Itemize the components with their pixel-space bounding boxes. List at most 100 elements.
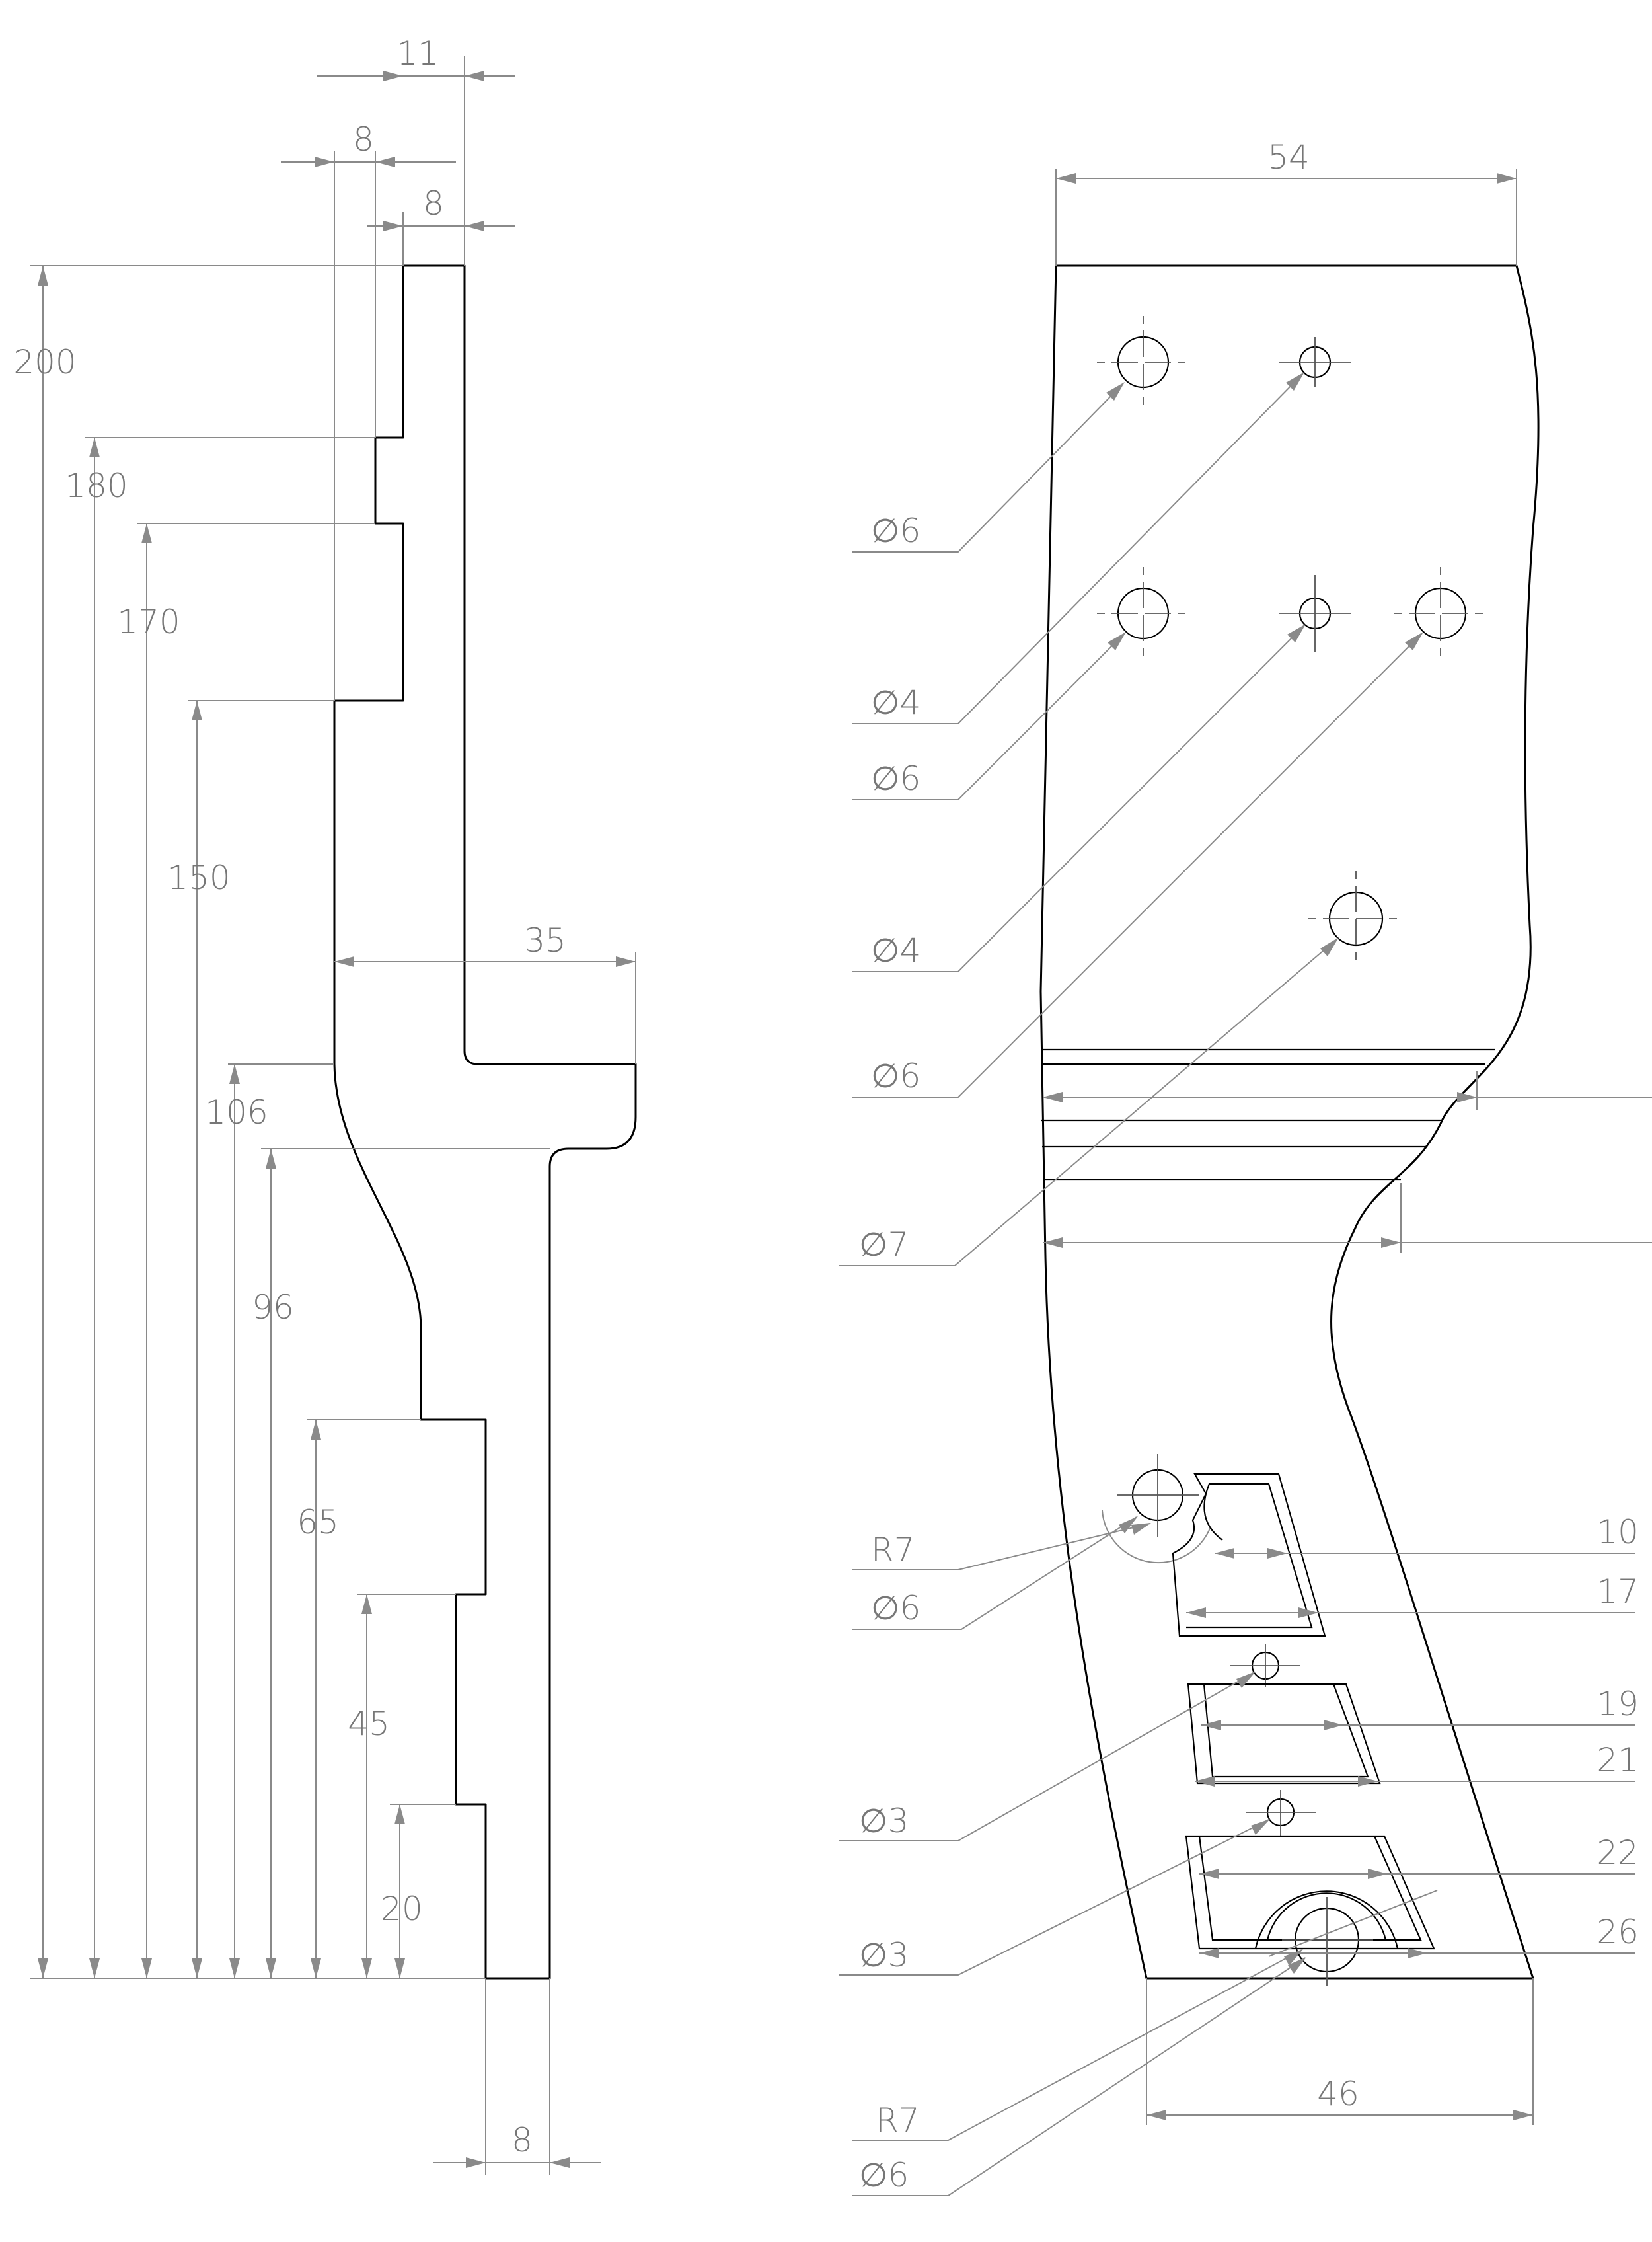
dim-106-label: 106	[205, 1093, 268, 1132]
arrow	[1513, 2110, 1533, 2120]
arrow	[383, 221, 403, 231]
arrow	[1215, 1548, 1234, 1559]
callout-dia3-b: ∅3	[859, 1936, 909, 1974]
arrow	[1056, 173, 1076, 184]
leader-dia6-3	[852, 633, 1423, 1098]
arrow	[1368, 1869, 1388, 1879]
arrow	[192, 701, 202, 720]
arrow	[1457, 1092, 1477, 1102]
callout-dia6-lower: ∅6	[871, 1589, 920, 1627]
leader-dia6-1	[852, 383, 1124, 553]
dim-200-label: 200	[13, 343, 76, 381]
arrow	[141, 523, 152, 543]
leader-dia6-lower	[852, 1516, 1137, 1630]
callout-dia3-a: ∅3	[859, 1802, 909, 1840]
callout-r7-top: R7	[871, 1531, 915, 1569]
dim-8-mid-label: 8	[423, 184, 444, 223]
callout-dia7: ∅7	[859, 1225, 909, 1264]
dim-8-bottom-label: 8	[511, 2121, 533, 2159]
leader-dia4-1	[852, 373, 1304, 724]
arrow	[1119, 1516, 1138, 1533]
arrow	[361, 1594, 372, 1614]
dim-46-label: 46	[1317, 2075, 1359, 2113]
arrow	[229, 1958, 240, 1978]
dim-8-top-label: 8	[353, 120, 374, 159]
arrow	[266, 1958, 276, 1978]
dim-35-label: 35	[524, 921, 566, 960]
arrow	[1201, 1720, 1221, 1730]
ext-line	[1268, 1890, 1438, 1957]
dim-20-label: 20	[381, 1890, 423, 1928]
callout-dia4-1: ∅4	[871, 683, 920, 722]
arrow	[1251, 1819, 1270, 1835]
leader-r7-top	[852, 1523, 1150, 1570]
arrow	[315, 157, 334, 167]
callout-dia6-3: ∅6	[871, 1057, 920, 1095]
arrow	[465, 221, 484, 231]
callout-dia6-bottom: ∅6	[859, 2156, 909, 2194]
pocket-inner	[1203, 1683, 1369, 1778]
arrow	[192, 1958, 202, 1978]
arrow	[1320, 937, 1339, 956]
leader-dia3-b	[839, 1819, 1269, 1976]
arrow	[1358, 1776, 1378, 1787]
arrow	[1497, 173, 1517, 184]
arch-inner	[1266, 1892, 1387, 1941]
arrow	[1186, 1607, 1206, 1618]
dim-170-label: 170	[117, 603, 180, 641]
leader-dia6-bottom	[852, 1957, 1306, 2196]
dim-19-label: 19	[1596, 1685, 1639, 1723]
arrow	[1108, 632, 1126, 650]
dim-17-label: 17	[1596, 1572, 1639, 1611]
arrow	[1286, 372, 1304, 391]
arrow	[89, 438, 100, 457]
leader-r7-bottom	[852, 1949, 1302, 2141]
dim-96-label: 96	[252, 1288, 294, 1327]
arrow	[465, 71, 484, 81]
arrow	[89, 1958, 100, 1978]
pocket-1	[1102, 1454, 1326, 1637]
dim-54-label: 54	[1267, 138, 1310, 176]
callout-dia6-2: ∅6	[871, 759, 920, 798]
arrow	[1267, 1548, 1287, 1559]
arrow	[375, 157, 395, 167]
arrow	[1043, 1092, 1063, 1102]
dim-10-label: 10	[1596, 1513, 1639, 1551]
arrow	[1106, 382, 1125, 401]
arrow	[1284, 1949, 1303, 1966]
callout-dia6-1: ∅6	[871, 512, 920, 550]
leader-dia4-2	[852, 625, 1305, 972]
leader-dia7	[839, 938, 1338, 1266]
arrow	[383, 71, 403, 81]
arrow	[616, 956, 636, 967]
leader-dia6-2	[852, 633, 1125, 800]
arrow	[1236, 1672, 1256, 1688]
arrow	[550, 2157, 570, 2168]
arrow	[1199, 1869, 1219, 1879]
dim-26-label: 26	[1596, 1913, 1639, 1951]
dim-150-label: 150	[167, 859, 230, 897]
pocket-outline	[1187, 1683, 1381, 1785]
dim-22-label: 22	[1596, 1834, 1639, 1872]
arrow	[1146, 2110, 1166, 2120]
arrow	[38, 1958, 48, 1978]
arrow	[141, 1958, 152, 1978]
arrow	[1199, 1948, 1219, 1958]
arrow	[1195, 1776, 1215, 1787]
arrow	[361, 1958, 372, 1978]
arrow	[1405, 632, 1423, 650]
side-view: 11 8 8 35 200 180 170 150 106	[13, 34, 637, 2175]
callout-r7-bottom: R7	[876, 2101, 920, 2140]
hole-4	[1279, 575, 1351, 652]
leader-dia3-a	[839, 1672, 1255, 1841]
arrow	[311, 1420, 321, 1440]
hole-2	[1279, 337, 1351, 387]
dim-180-label: 180	[65, 467, 128, 505]
side-view-outline	[333, 264, 637, 1980]
front-view: 54	[839, 138, 1652, 2196]
arrow	[1298, 1607, 1318, 1618]
arrow	[1287, 624, 1306, 642]
r7-arc	[1102, 1510, 1211, 1564]
pocket-inner	[1186, 1483, 1313, 1629]
